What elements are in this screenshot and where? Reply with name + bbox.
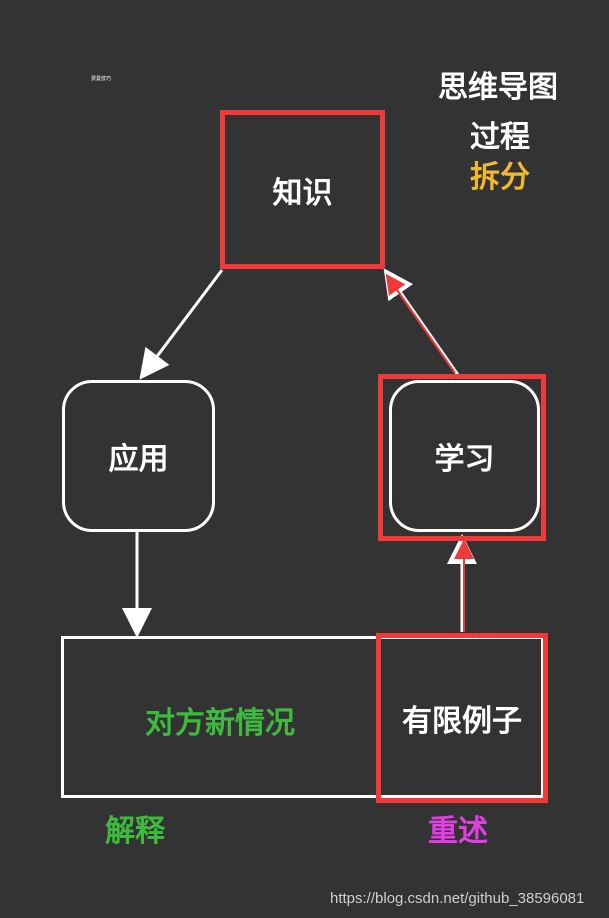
title-mind-map: 思维导图 — [438, 70, 558, 105]
node-application[interactable]: 应用 — [62, 380, 215, 532]
arrow-learning-to-knowledge — [383, 268, 460, 376]
node-limited-examples[interactable]: 有限例子 — [376, 633, 548, 803]
node-application-label: 应用 — [108, 442, 169, 477]
label-restate: 重述 — [428, 814, 488, 849]
node-new-situation[interactable] — [61, 636, 544, 798]
watermark: https://blog.csdn.net/github_38596081 — [330, 890, 585, 907]
node-limited-examples-label: 有限例子 — [402, 704, 522, 739]
node-knowledge[interactable]: 知识 — [220, 110, 385, 269]
arrow-learning-to-knowledge-red — [385, 273, 456, 374]
tiny-label: 费曼技巧 — [91, 76, 112, 82]
learning-highlight-frame — [378, 374, 546, 541]
arrow-knowledge-to-application — [139, 269, 224, 380]
node-new-situation-label: 对方新情况 — [145, 706, 295, 741]
node-learning[interactable]: 学习 — [389, 380, 540, 532]
label-explain: 解释 — [105, 814, 165, 849]
node-learning-label: 学习 — [434, 442, 495, 477]
title-decompose: 拆分 — [470, 160, 530, 195]
title-process: 过程 — [470, 120, 530, 155]
node-knowledge-label: 知识 — [272, 175, 333, 211]
